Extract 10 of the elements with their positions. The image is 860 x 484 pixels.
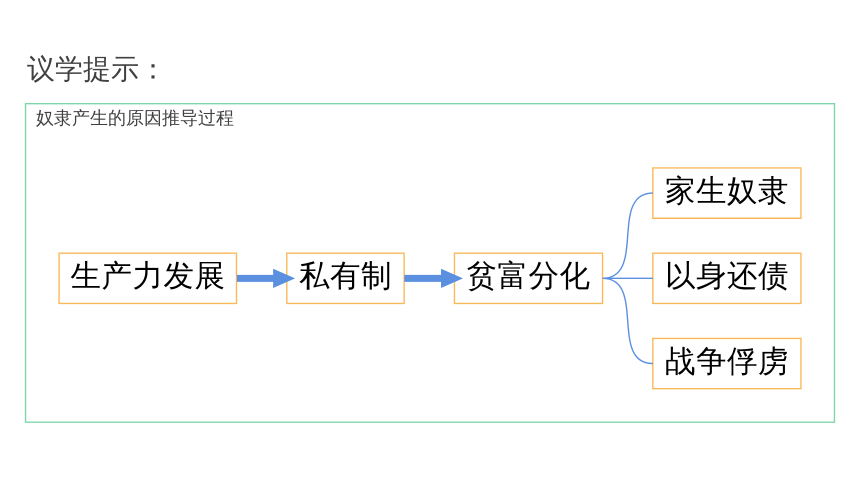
connector: [602, 192, 653, 280]
diagram-title: 议学提示：: [26, 52, 167, 86]
arrow: [236, 268, 296, 288]
node-box: 私有制: [286, 252, 405, 304]
node-box: 以身还债: [652, 252, 802, 304]
node-box: 家生奴隶: [652, 167, 802, 219]
arrow: [404, 268, 463, 288]
node-box: 战争俘虏: [652, 338, 802, 390]
node-box: 贫富分化: [454, 252, 604, 304]
node-box: 生产力发展: [58, 252, 238, 304]
